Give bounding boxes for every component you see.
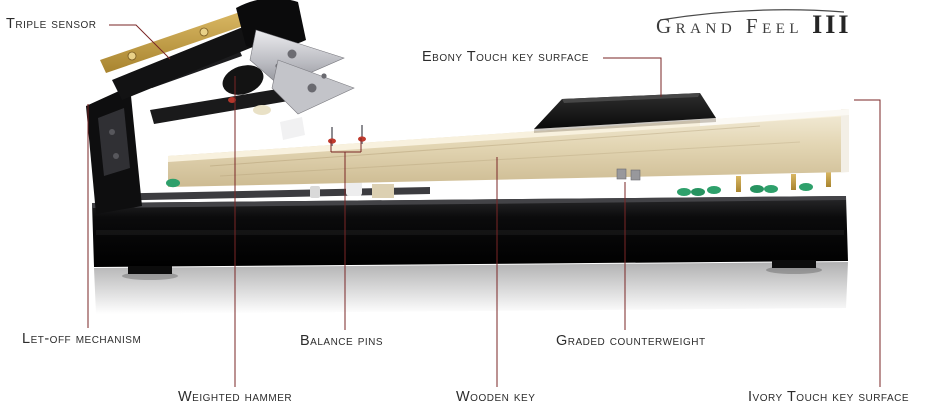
logo-wordmark: Grand Feel [656, 14, 804, 38]
grand-feel-logo: Grand Feel III [656, 2, 918, 39]
guide-pins-brass [736, 172, 831, 192]
metal-bracket-plates [249, 29, 355, 115]
felt-punchings [677, 183, 813, 196]
hammer-action-assembly [86, 0, 355, 214]
label-balance-pins: Balance pins [300, 333, 384, 349]
ebony-touch-surface [534, 93, 716, 133]
label-ebony-touch: Ebony Touch key surface [422, 49, 589, 65]
balance-pins [328, 125, 366, 146]
label-let-off: Let-off mechanism [22, 331, 142, 347]
ivory-touch-surface [700, 109, 849, 126]
weighted-hammer-arm [112, 0, 306, 100]
label-triple-sensor: Triple sensor [6, 16, 97, 32]
logo-arc [659, 9, 845, 21]
graded-counterweight [616, 168, 641, 181]
label-ivory-touch: Ivory Touch key surface [748, 389, 910, 405]
logo-numeral: III [812, 10, 852, 39]
action-base [92, 187, 848, 274]
label-weighted-hammer: Weighted hammer [178, 389, 293, 405]
label-graded-counterweight: Graded counterweight [556, 333, 706, 349]
label-wooden-key: Wooden key [456, 389, 536, 405]
floor-reflection [94, 262, 848, 314]
